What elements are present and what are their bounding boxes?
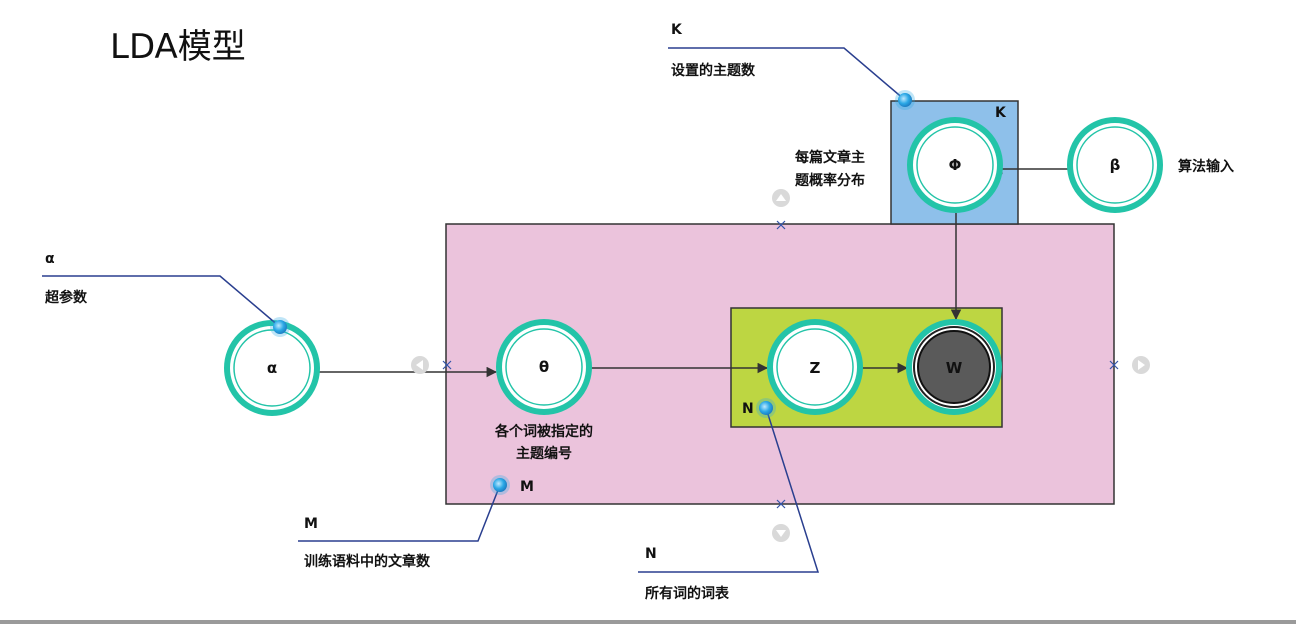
node-theta-label: θ xyxy=(539,358,549,376)
callout-k-text: 设置的主题数 xyxy=(671,62,756,79)
node-beta: β xyxy=(1067,117,1163,213)
phi-desc-line2: 题概率分布 xyxy=(795,172,865,189)
callout-alpha-text: 超参数 xyxy=(44,289,88,306)
node-phi-label: Φ xyxy=(949,156,962,174)
callout-alpha-title: α xyxy=(45,251,55,267)
node-theta: θ xyxy=(496,319,592,415)
node-z-label: Z xyxy=(810,359,821,377)
callout-m-text: 训练语料中的文章数 xyxy=(304,553,431,570)
connector-down-icon[interactable] xyxy=(772,524,790,542)
node-beta-label: β xyxy=(1110,156,1121,174)
callout-alpha-dot[interactable] xyxy=(273,320,287,334)
topic-plate-label: K xyxy=(995,105,1007,121)
callout-alpha: α 超参数 xyxy=(42,251,290,337)
callout-k: K 设置的主题数 xyxy=(668,22,915,110)
callout-k-title: K xyxy=(671,22,683,38)
theta-desc-line1: 各个词被指定的 xyxy=(494,423,593,440)
handle-left[interactable] xyxy=(442,360,452,370)
callout-n: N 所有词的词表 xyxy=(638,398,820,602)
document-plate-label: M xyxy=(520,479,534,495)
connector-right-icon[interactable] xyxy=(1132,356,1150,374)
phi-desc-line1: 每篇文章主 xyxy=(795,149,865,166)
handle-right[interactable] xyxy=(1109,360,1119,370)
page-title: LDA模型 xyxy=(110,27,246,67)
callout-m: M 训练语料中的文章数 xyxy=(298,475,510,570)
callout-n-title: N xyxy=(645,546,657,562)
node-w-label: W xyxy=(946,359,963,377)
beta-desc: 算法输入 xyxy=(1178,158,1234,175)
handle-top[interactable] xyxy=(776,220,786,230)
callout-m-title: M xyxy=(304,516,318,532)
theta-desc-line2: 主题编号 xyxy=(516,445,572,462)
node-alpha-label: α xyxy=(267,359,277,377)
callout-n-text: 所有词的词表 xyxy=(645,585,730,602)
connector-up-icon[interactable] xyxy=(772,189,790,207)
node-z: Z xyxy=(767,319,863,415)
callout-n-dot[interactable] xyxy=(759,401,773,415)
node-w-observed: W xyxy=(906,319,1002,415)
node-phi: Φ xyxy=(907,117,1003,213)
bottom-divider xyxy=(0,620,1296,624)
callout-m-dot[interactable] xyxy=(493,478,507,492)
word-plate-label: N xyxy=(742,401,754,417)
connector-left-icon[interactable] xyxy=(411,356,429,374)
node-alpha: α xyxy=(224,320,320,416)
selection-handles xyxy=(442,220,1119,509)
handle-bottom[interactable] xyxy=(776,499,786,509)
callout-k-dot[interactable] xyxy=(898,93,912,107)
